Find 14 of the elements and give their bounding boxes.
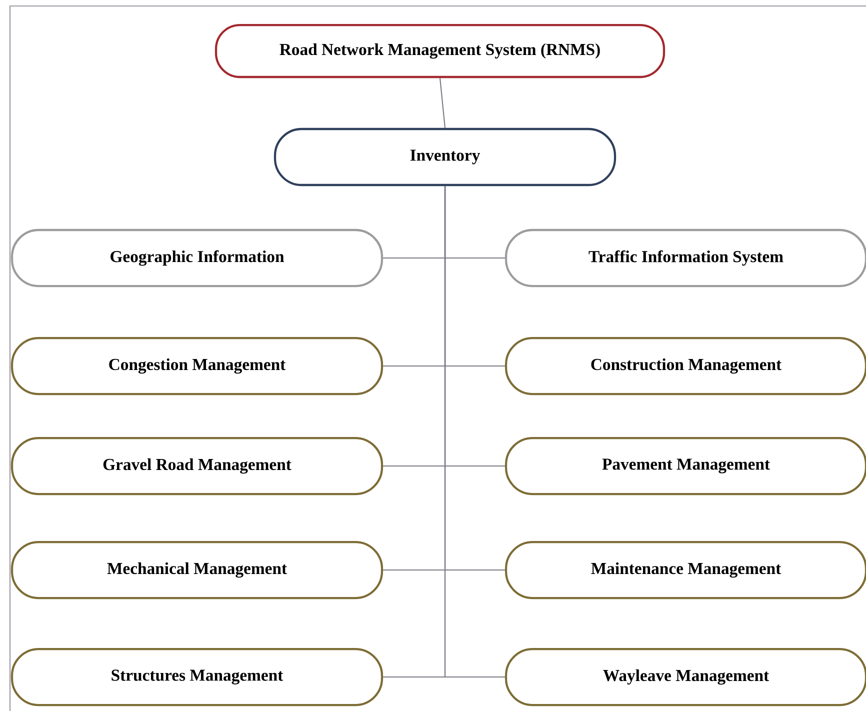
process-box: Congestion Management <box>10 336 384 396</box>
connector-line <box>444 186 505 678</box>
process-box: Wayleave Management <box>504 648 866 706</box>
process-box: Maintenance Management <box>504 540 866 600</box>
process-box: Structures Management <box>10 648 384 706</box>
process-box: Gravel Road Management <box>10 436 384 496</box>
process-box: Inventory <box>274 128 616 186</box>
process-box: Mechanical Management <box>10 540 384 600</box>
process-box: Construction Management <box>504 336 866 396</box>
process-box: Pavement Management <box>504 436 866 496</box>
process-box: Traffic Information System <box>504 228 866 288</box>
process-box: Road Network Management System (RNMS) <box>214 24 666 78</box>
connector-line <box>439 78 446 128</box>
process-box: Geographic Information <box>10 228 384 288</box>
